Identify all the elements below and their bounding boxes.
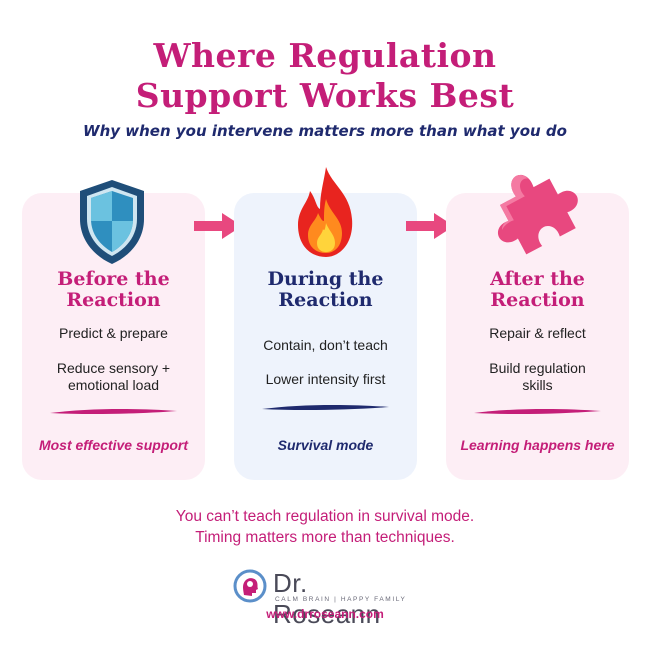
card-before-reaction: Before the Reaction Predict & prepare Re… [22,180,205,480]
card-heading: After the Reaction [446,269,629,311]
brand-url-link[interactable]: www.drroseann.com [266,607,384,621]
puzzle-piece-icon [486,165,586,261]
card-heading: Before the Reaction [22,269,205,311]
bullet-build-skills-line-2: skills [522,377,553,393]
bullet-predict-prepare: Predict & prepare [59,325,168,341]
bullet-repair-reflect: Repair & reflect [489,325,586,341]
card-heading-line-2: Reaction [66,289,161,311]
card-heading-line-2: Reaction [278,289,373,311]
page-title: Where Regulation Support Works Best [0,36,650,116]
card-heading-line-1: After the [490,268,585,290]
brand-tagline: CALM BRAIN | HAPPY FAMILY [275,596,407,603]
bullet-build-skills-line-1: Build regulation [489,360,586,376]
fire-icon [288,163,364,263]
bottom-message-line-2: Timing matters more than techniques. [195,529,455,546]
card-note: Most effective support [38,437,189,453]
divider-stroke [50,408,177,415]
bullet-reduce-load-line-2: emotional load [67,377,160,393]
brand-logo: Dr. Roseann CALM BRAIN | HAPPY FAMILY [233,568,423,629]
card-heading-line-1: During the [267,268,384,290]
arrow-right-icon [406,213,454,239]
page-subtitle: Why when you intervene matters more than… [83,122,567,140]
page-title-line-1: Where Regulation [153,36,497,75]
divider-stroke [474,408,601,415]
page-title-line-2: Support Works Best [135,76,515,115]
bullet-lower-intensity: Lower intensity first [265,371,386,387]
card-during-reaction: During the Reaction Contain, don’t teach… [234,167,417,480]
bottom-message-line-1: You can’t teach regulation in survival m… [175,508,475,525]
divider-stroke [262,404,389,411]
arrow-right-icon [194,213,242,239]
card-heading-line-1: Before the [57,268,170,290]
card-after-reaction: After the Reaction Repair & reflect Buil… [446,174,629,480]
card-note: Survival mode [277,437,374,453]
card-note: Learning happens here [460,437,615,453]
card-heading-line-2: Reaction [490,289,585,311]
head-profile-icon [233,569,267,603]
card-heading: During the Reaction [234,269,417,311]
shield-icon [74,177,150,267]
bullet-reduce-load-line-1: Reduce sensory + [56,360,171,376]
brand-name: Dr. Roseann [273,568,381,629]
bullet-contain: Contain, don’t teach [263,337,388,353]
